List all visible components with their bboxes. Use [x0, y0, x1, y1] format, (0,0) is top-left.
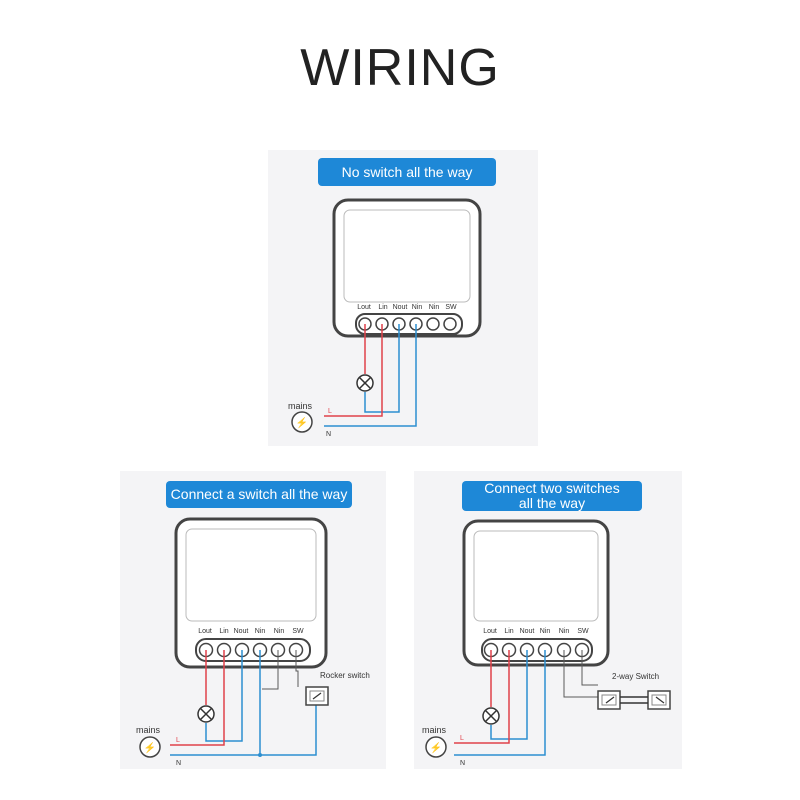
- switch-wire-sw: [295, 650, 299, 687]
- mains-plug-icon: [139, 736, 161, 758]
- wiring-diagram: Lout Lin Nout Nin Nin SW Rocker switch m…: [136, 517, 370, 767]
- panel-heading: Connect two switches all the way: [462, 481, 642, 511]
- junction-dot: [258, 753, 262, 757]
- wiring-panel-no-switch: No switch all the way Lout Lin Nout Nin …: [268, 150, 538, 446]
- terminal-label: Nin: [540, 628, 551, 635]
- live-label: L: [328, 408, 332, 415]
- wiring-panel-one-switch: Connect a switch all the way Lout Lin No…: [120, 471, 386, 769]
- page-title: WIRING: [300, 39, 500, 97]
- live-label: L: [176, 737, 180, 744]
- terminal-label: Lout: [483, 628, 497, 635]
- mains-label: mains: [288, 401, 313, 411]
- terminal-label: Nin: [274, 628, 285, 635]
- two-way-switch-icon: [647, 690, 671, 710]
- live-wire-lin: [454, 650, 510, 744]
- live-label: L: [460, 735, 464, 742]
- terminal-label: Nin: [412, 304, 423, 311]
- svg-text:⚡: ⚡: [430, 741, 442, 754]
- terminal-label: Lin: [219, 628, 228, 635]
- two-way-switch-icon: [597, 690, 621, 710]
- terminal-label: Lout: [198, 628, 212, 635]
- terminal-label: Nout: [393, 304, 408, 311]
- module-face: [343, 209, 471, 303]
- switch-wire-sw: [581, 650, 598, 686]
- wiring-diagram: Lout Lin Nout Nin Nin SW mains ⚡ L N: [288, 198, 482, 438]
- module-face: [185, 528, 317, 622]
- mains-label: mains: [136, 725, 161, 735]
- terminal-label: Lin: [378, 304, 387, 311]
- terminal-label: SW: [577, 628, 589, 635]
- svg-text:⚡: ⚡: [144, 741, 156, 754]
- switch-neutral-wire: [260, 705, 317, 756]
- terminal-label: Nin: [559, 628, 570, 635]
- terminal-label: Lout: [357, 304, 371, 311]
- svg-text:⚡: ⚡: [296, 416, 308, 429]
- terminal: [426, 317, 440, 331]
- neutral-label: N: [176, 760, 181, 767]
- switch-label: Rocker switch: [320, 671, 370, 680]
- wiring-diagram: Lout Lin Nout Nin Nin SW 2-way Switch: [422, 519, 671, 767]
- terminal-label: Lin: [504, 628, 513, 635]
- module-face: [473, 530, 599, 622]
- mains-plug-icon: [425, 736, 447, 758]
- wiring-panel-two-switches: Connect two switches all the way Lout Li…: [414, 471, 682, 769]
- terminal-label: Nout: [520, 628, 535, 635]
- terminal-label: SW: [445, 304, 457, 311]
- neutral-label: N: [460, 760, 465, 767]
- terminal-label: Nin: [429, 304, 440, 311]
- terminal-label: Nout: [234, 628, 249, 635]
- switch-wire-nin: [262, 650, 279, 690]
- switch-label: 2-way Switch: [612, 672, 659, 681]
- live-wire-lin: [170, 650, 225, 746]
- terminal-label: SW: [292, 628, 304, 635]
- panel-heading: Connect a switch all the way: [166, 481, 352, 508]
- terminal: [443, 317, 457, 331]
- neutral-label: N: [326, 431, 331, 438]
- panel-heading: No switch all the way: [318, 158, 496, 186]
- mains-label: mains: [422, 725, 447, 735]
- neutral-wire-nin: [454, 650, 546, 756]
- mains-plug-icon: [291, 411, 313, 433]
- switch-wire-nin: [563, 650, 598, 698]
- terminal-label: Nin: [255, 628, 266, 635]
- neutral-wire-nin: [324, 324, 417, 427]
- live-wire-lin: [324, 324, 383, 417]
